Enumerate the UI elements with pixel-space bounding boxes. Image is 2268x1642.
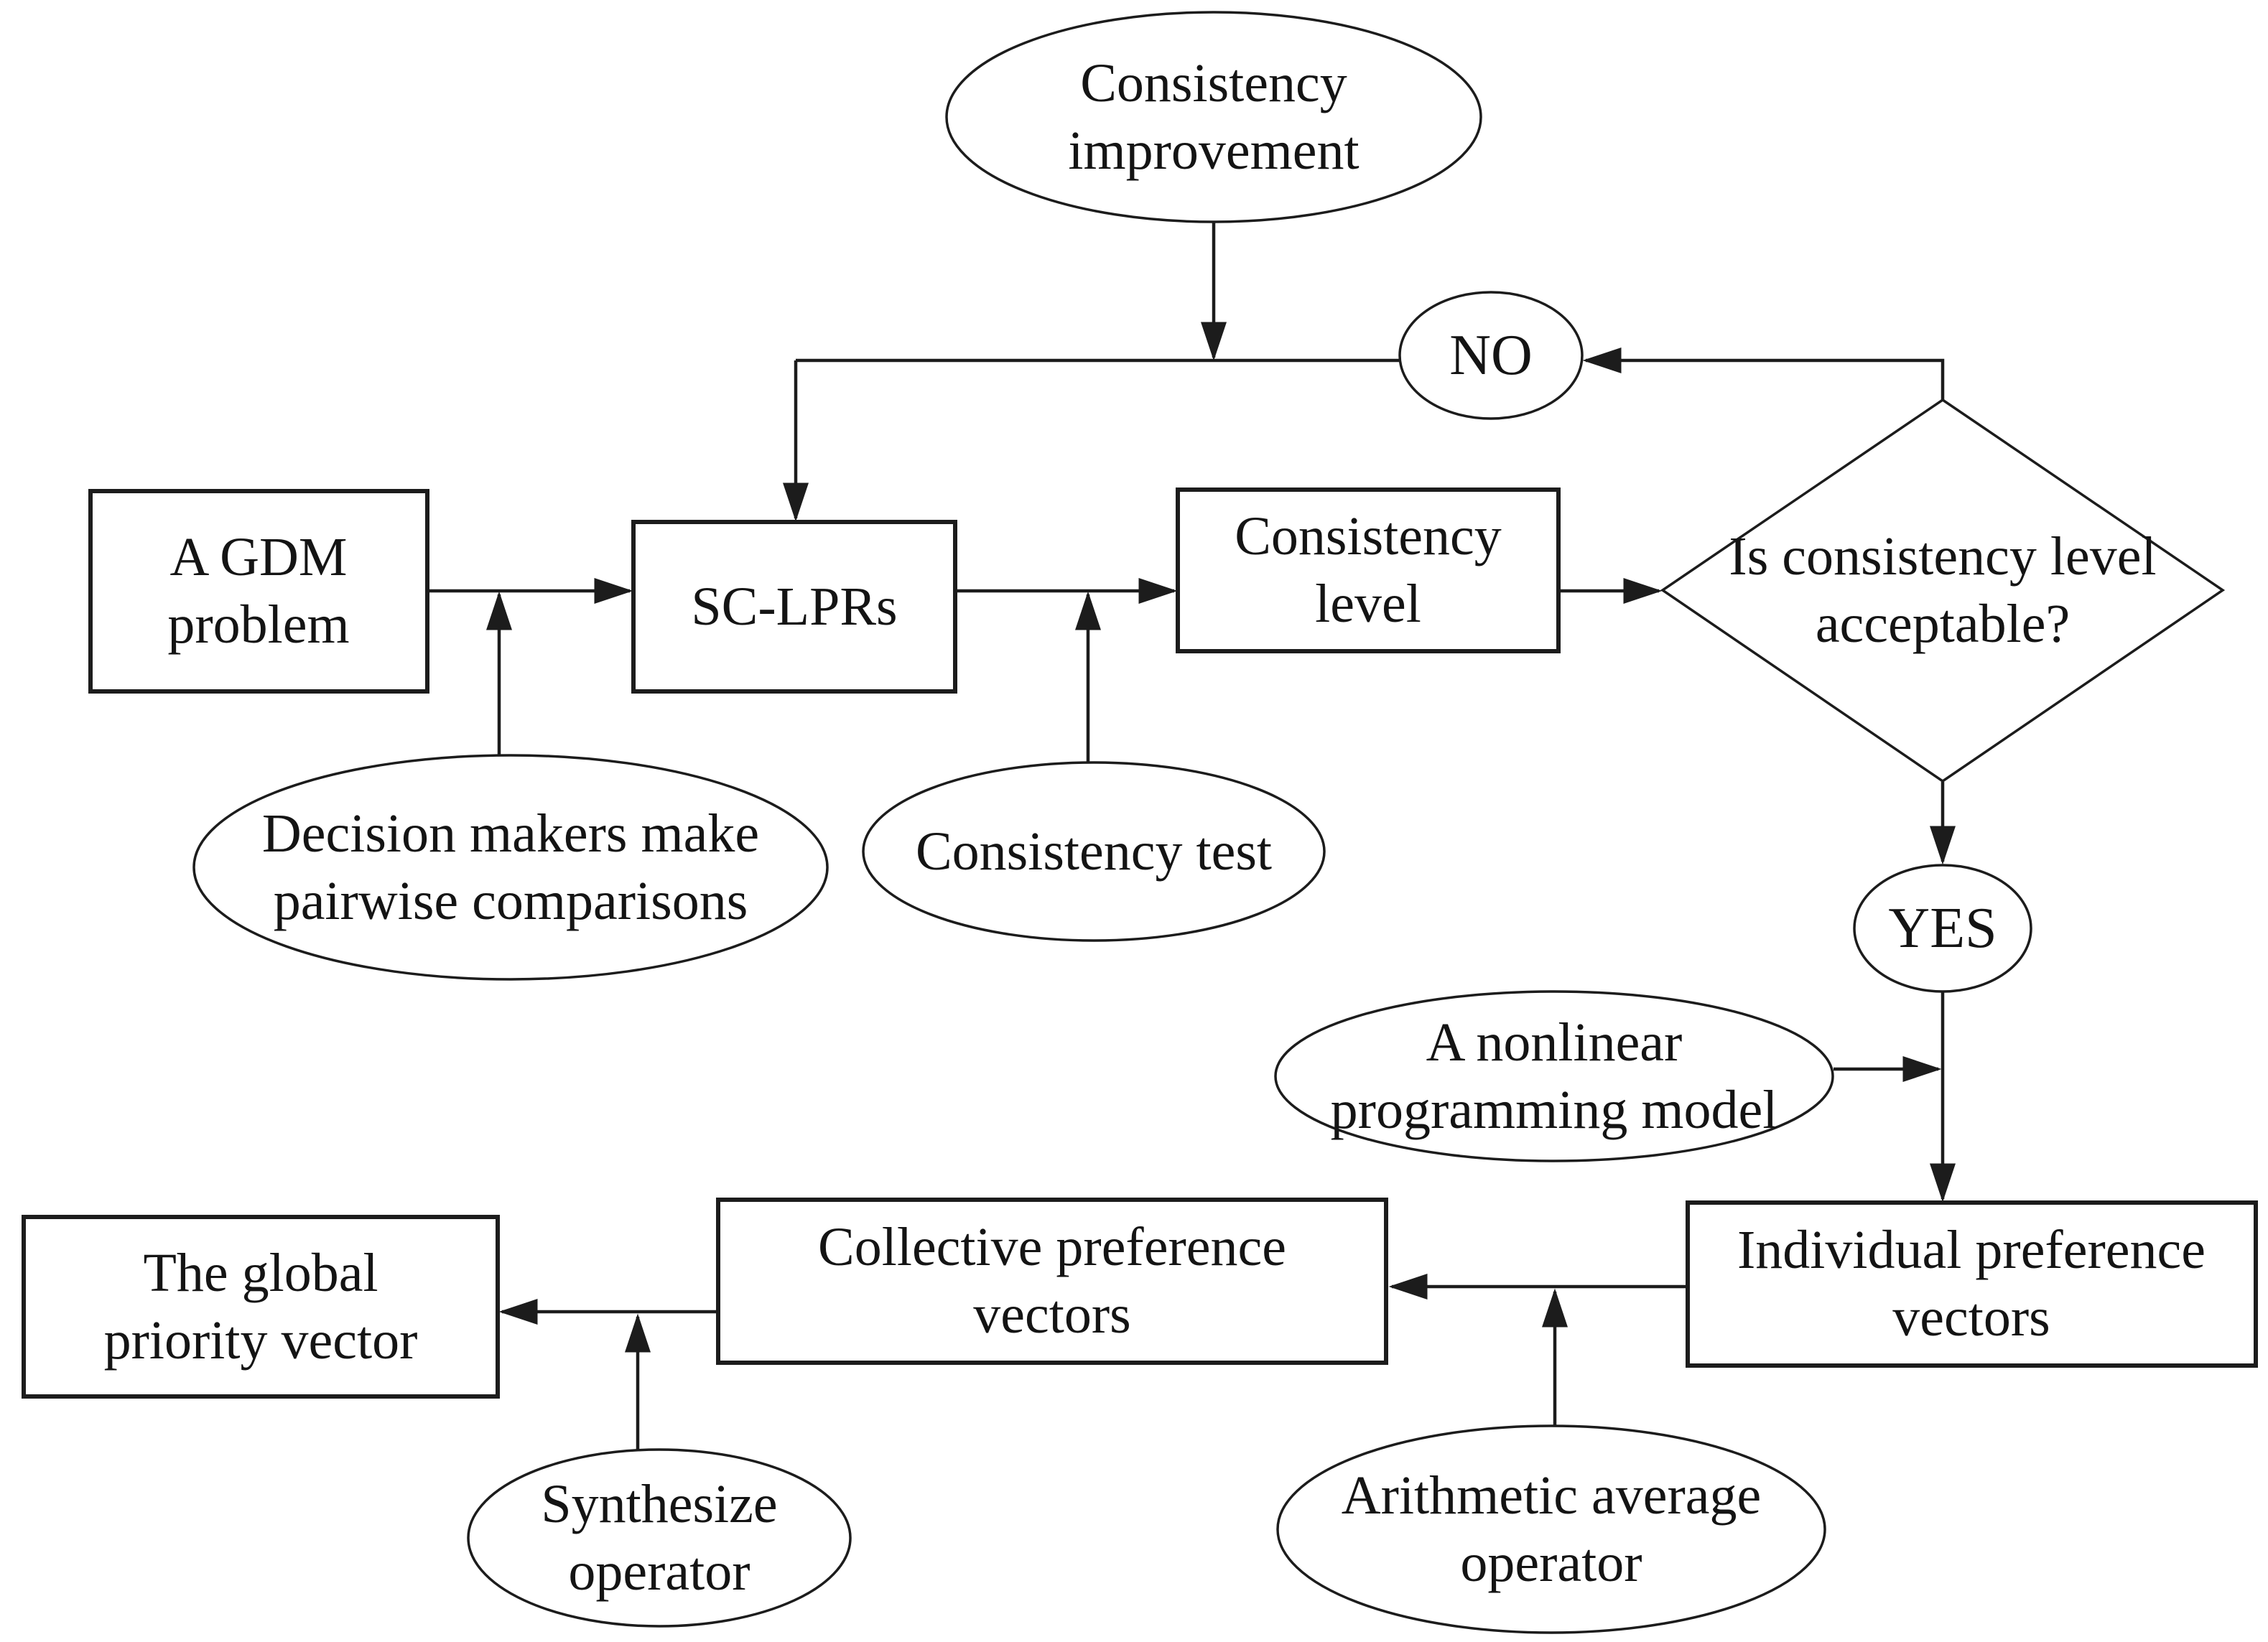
- synthesize-operator-ellipse: [467, 1448, 852, 1628]
- decision-makers-label-line2: pairwise comparisons: [274, 871, 748, 931]
- consistency-level-label-line2: level: [1315, 574, 1421, 634]
- no-ellipse: [1398, 291, 1584, 420]
- nonlinear-model-label-line2: programming model: [1331, 1080, 1778, 1140]
- node-consistency-test: Consistency test: [862, 761, 1326, 942]
- sc-lprs-label: SC-LPRs: [691, 577, 897, 637]
- node-consistency-level: Consistency level: [1176, 488, 1561, 653]
- global-vector-box: [22, 1215, 500, 1399]
- node-individual-vectors: Individual preference vectors: [1686, 1200, 2258, 1368]
- individual-vectors-box: [1686, 1200, 2258, 1368]
- global-vector-label-line1: The global: [143, 1243, 378, 1303]
- node-global-vector: The global priority vector: [22, 1215, 500, 1399]
- decision-diamond-shape: [1660, 398, 2226, 783]
- collective-vectors-box: [716, 1198, 1388, 1365]
- consistency-level-label-line1: Consistency: [1235, 506, 1502, 566]
- node-sc-lprs: SC-LPRs: [631, 520, 957, 694]
- node-no: NO: [1398, 291, 1584, 420]
- node-collective-vectors: Collective preference vectors: [716, 1198, 1388, 1365]
- consistency-test-label: Consistency test: [916, 821, 1272, 882]
- consistency-test-ellipse: [862, 761, 1326, 942]
- yes-ellipse: [1853, 864, 2032, 993]
- node-nonlinear-model: A nonlinear programming model: [1274, 990, 1834, 1162]
- collective-vectors-label-line1: Collective preference: [818, 1217, 1286, 1277]
- global-vector-label-line2: priority vector: [104, 1310, 418, 1371]
- sc-lprs-box: [631, 520, 957, 694]
- arithmetic-operator-ellipse: [1276, 1424, 1826, 1634]
- node-synthesize-operator: Synthesize operator: [467, 1448, 852, 1628]
- arithmetic-operator-label-line2: operator: [1460, 1533, 1642, 1593]
- consistency-improvement-label-line1: Consistency: [1080, 53, 1347, 113]
- collective-vectors-label-line2: vectors: [973, 1284, 1130, 1345]
- node-yes: YES: [1853, 864, 2032, 993]
- nonlinear-model-label-line1: A nonlinear: [1426, 1012, 1683, 1073]
- synthesize-operator-label-line1: Synthesize: [541, 1474, 777, 1534]
- node-gdm-problem: A GDM problem: [88, 489, 429, 694]
- consistency-improvement-label-line2: improvement: [1068, 121, 1359, 181]
- connector-diamond-to-no-arrow: [1582, 347, 1945, 400]
- gdm-problem-box: [88, 489, 429, 694]
- decision-makers-ellipse: [192, 754, 829, 981]
- gdm-problem-label-line1: A GDM: [169, 527, 347, 587]
- consistency-improvement-ellipse: [945, 11, 1482, 223]
- no-label: NO: [1449, 324, 1533, 387]
- decision-diamond-label-line1: Is consistency level: [1729, 526, 2156, 587]
- synthesize-operator-label-line2: operator: [568, 1541, 750, 1602]
- node-arithmetic-operator: Arithmetic average operator: [1276, 1424, 1826, 1634]
- consistency-level-box: [1176, 488, 1561, 653]
- gdm-problem-label-line2: problem: [167, 594, 349, 655]
- node-consistency-improvement: Consistency improvement: [945, 11, 1482, 223]
- node-decision-diamond: Is consistency level acceptable?: [1660, 398, 2226, 783]
- individual-vectors-label-line1: Individual preference: [1737, 1220, 2206, 1280]
- node-decision-makers: Decision makers make pairwise comparison…: [192, 754, 829, 981]
- yes-label: YES: [1888, 897, 1997, 960]
- arithmetic-operator-label-line1: Arithmetic average: [1342, 1465, 1761, 1526]
- individual-vectors-label-line2: vectors: [1892, 1287, 2050, 1348]
- decision-diamond-label-line2: acceptable?: [1816, 594, 2070, 654]
- decision-makers-label-line1: Decision makers make: [262, 803, 759, 864]
- nonlinear-model-ellipse: [1274, 990, 1834, 1162]
